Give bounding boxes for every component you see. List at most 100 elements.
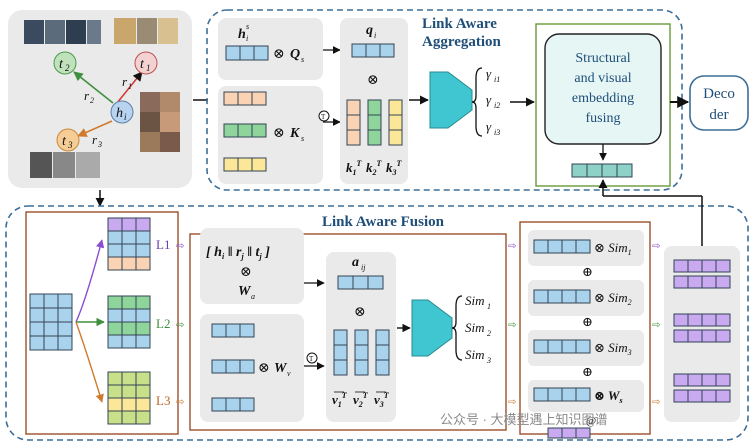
ws-vector (533, 387, 591, 402)
green-vector (223, 123, 267, 138)
tail-label-1: t (140, 57, 145, 72)
sim-label-2: Sim (465, 320, 485, 335)
wa-sub: a (251, 292, 255, 301)
aggregation-softmax-block (429, 71, 473, 129)
link-aware-aggregation: Link Aware Aggregation h i s ⊗ Q s (206, 9, 683, 191)
image-thumbnails-t1 (114, 18, 178, 44)
relation-label-3: r (92, 132, 98, 147)
level-label-3: L3 (156, 393, 170, 408)
oplus-3: ⊕ (582, 364, 593, 379)
sim-sub-1: 1 (487, 302, 491, 311)
qs-sub: s (301, 55, 304, 64)
yellow-vector (223, 157, 267, 172)
input-embedding-matrix (29, 293, 73, 351)
a-vector (337, 275, 384, 290)
image-thumbnails-head (140, 92, 180, 152)
orange-vector (223, 91, 267, 106)
tail-node-2 (53, 51, 77, 75)
relation-sub-3: 3 (97, 140, 102, 149)
tail-sub-1: 1 (146, 63, 151, 73)
fusing-line-3: embedding (572, 91, 634, 106)
aggregation-title-line2: Aggregation (422, 34, 502, 50)
fusion-title: Link Aware Fusion (322, 214, 445, 230)
tail-node-3 (56, 128, 80, 152)
hs-sub: i (246, 34, 248, 43)
q-sub: i (374, 31, 376, 40)
wv-input-vectors (211, 323, 255, 412)
output-stack (673, 259, 731, 403)
svg-text:⇨: ⇨ (652, 397, 660, 408)
gamma-1-sub: i1 (494, 75, 500, 84)
level-label-2: L2 (156, 316, 170, 331)
link-aware-fusion: Link Aware Fusion (5, 179, 749, 441)
level1-matrix (107, 217, 151, 271)
tail-sub-3: 3 (67, 140, 73, 150)
svg-text:⇨: ⇨ (652, 241, 660, 252)
svg-text:⇨: ⇨ (652, 320, 660, 331)
a-label: a (352, 255, 359, 270)
decoder-box (689, 75, 749, 131)
head-label: h (116, 106, 123, 121)
hs-sup: s (246, 22, 249, 31)
relation-label-2: r (84, 88, 90, 103)
fused-embedding-vector (571, 163, 633, 178)
gamma-1: γ (486, 66, 492, 81)
times-op-3: ⊗ (367, 73, 379, 88)
qs-label: Q (290, 47, 300, 62)
aggregation-title-line1: Link Aware (422, 16, 497, 32)
svg-text:⇨: ⇨ (176, 320, 184, 331)
v-transpose-vectors (333, 329, 390, 376)
tail-label-3: t (62, 134, 67, 149)
svg-text:⇨: ⇨ (176, 241, 184, 252)
hs-label: h (238, 27, 246, 42)
times-op-wv: ⊗ (258, 361, 270, 376)
relation-sub-2: 2 (90, 96, 94, 105)
decoder-line-1: Deco (703, 86, 735, 102)
times-op-2: ⊗ (273, 126, 285, 141)
watermark: 公众号 · 大模型遇上知识图谱 (440, 412, 608, 427)
times-op-wa: ⊗ (240, 265, 252, 280)
svg-text:⇨: ⇨ (508, 241, 516, 252)
gamma-3-sub: i3 (494, 128, 500, 137)
tail-sub-2: 2 (65, 63, 70, 73)
a-sub: ij (361, 263, 366, 272)
tail-node-1 (134, 51, 158, 75)
svg-text:⇨: ⇨ (508, 397, 516, 408)
sim-sub-3: 3 (486, 356, 491, 365)
fusing-line-1: Structural (575, 51, 630, 66)
wv-label: W (274, 361, 288, 376)
sim-label-3: Sim (465, 347, 485, 362)
relation-label-1: r (122, 74, 128, 89)
sim2-vector (533, 289, 591, 304)
head-sub: i (124, 112, 127, 122)
knowledge-graph-panel: h i t 1 t 2 t 3 r 1 r 2 r 3 (8, 10, 192, 188)
relation-sub-1: 1 (128, 82, 132, 91)
k-transpose-vectors (346, 99, 403, 146)
transpose-op: T (321, 113, 326, 121)
transpose-op-2: T (309, 355, 314, 363)
level2-matrix (107, 295, 151, 349)
gamma-2-sub: i2 (494, 101, 500, 110)
sim-label-1: Sim (465, 293, 485, 308)
ws-term: ⊗ Ws (594, 388, 623, 405)
fusing-line-4: fusing (586, 111, 621, 126)
gamma-3: γ (486, 119, 492, 134)
level-label-1: L1 (156, 237, 170, 252)
weighted-sim-3: ⊗ Sim3 (594, 340, 632, 357)
weighted-sim-2: ⊗ Sim2 (594, 290, 632, 307)
times-op-av: ⊗ (354, 305, 366, 320)
svg-text:⇨: ⇨ (508, 320, 516, 331)
tail-label-2: t (59, 57, 64, 72)
ks-label: K (289, 126, 301, 141)
q-label: q (366, 23, 373, 38)
head-node (110, 100, 134, 124)
oplus-2: ⊕ (582, 314, 593, 329)
gamma-2: γ (486, 92, 492, 107)
times-op: ⊗ (273, 47, 285, 62)
concat-op: @ (586, 415, 596, 427)
level3-matrix (107, 371, 151, 425)
wv-sub: v (287, 369, 291, 378)
fusion-output-vector (547, 427, 591, 439)
sim1-vector (533, 239, 591, 254)
